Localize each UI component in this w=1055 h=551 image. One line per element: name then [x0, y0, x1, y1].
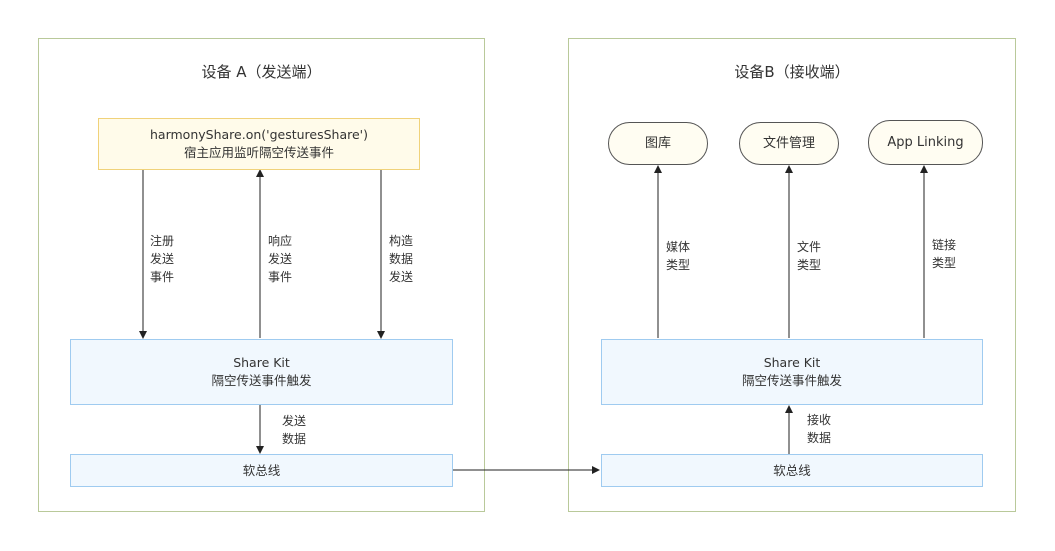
sharekit-receiver-title: Share Kit: [763, 355, 821, 370]
softbus-sender-label: 软总线: [242, 462, 281, 478]
sender-device-panel: 设备 A（发送端）: [38, 38, 485, 512]
sharekit-sender-title: Share Kit: [233, 355, 290, 370]
sharekit-receiver-desc: 隔空传送事件触发: [741, 373, 842, 388]
host-app-node: harmonyShare.on('gesturesShare') 宿主应用监听隔…: [98, 118, 420, 170]
label-register: 注册 发送 事件: [150, 234, 175, 284]
sharekit-receiver-node: Share Kit 隔空传送事件触发: [601, 339, 983, 405]
gallery-node: 图库: [608, 122, 708, 165]
gallery-label: 图库: [644, 135, 671, 151]
receiver-panel-title: 设备B（接收端）: [734, 63, 850, 81]
receiver-device-panel: 设备B（接收端）: [568, 38, 1016, 512]
label-file-type: 文件 类型: [797, 240, 822, 272]
sharekit-sender-node: Share Kit 隔空传送事件触发: [70, 339, 453, 405]
host-app-desc: 宿主应用监听隔空传送事件: [183, 145, 334, 160]
sender-panel-title: 设备 A（发送端）: [201, 63, 322, 81]
app-linking-node: App Linking: [868, 120, 983, 165]
softbus-receiver-label: 软总线: [773, 462, 811, 478]
label-send-data: 发送 数据: [282, 414, 307, 446]
label-media-type: 媒体 类型: [666, 240, 691, 272]
label-link-type: 链接 类型: [932, 238, 957, 270]
softbus-receiver-node: 软总线: [601, 454, 983, 487]
label-construct: 构造 数据 发送: [389, 234, 414, 284]
sharekit-sender-desc: 隔空传送事件触发: [211, 373, 312, 388]
label-respond: 响应 发送 事件: [268, 234, 293, 284]
label-receive-data: 接收 数据: [807, 413, 832, 445]
file-manager-node: 文件管理: [739, 122, 839, 165]
file-manager-label: 文件管理: [762, 135, 815, 151]
app-linking-label: App Linking: [887, 134, 964, 150]
softbus-sender-node: 软总线: [70, 454, 453, 487]
host-app-api: harmonyShare.on('gesturesShare'): [150, 127, 368, 142]
